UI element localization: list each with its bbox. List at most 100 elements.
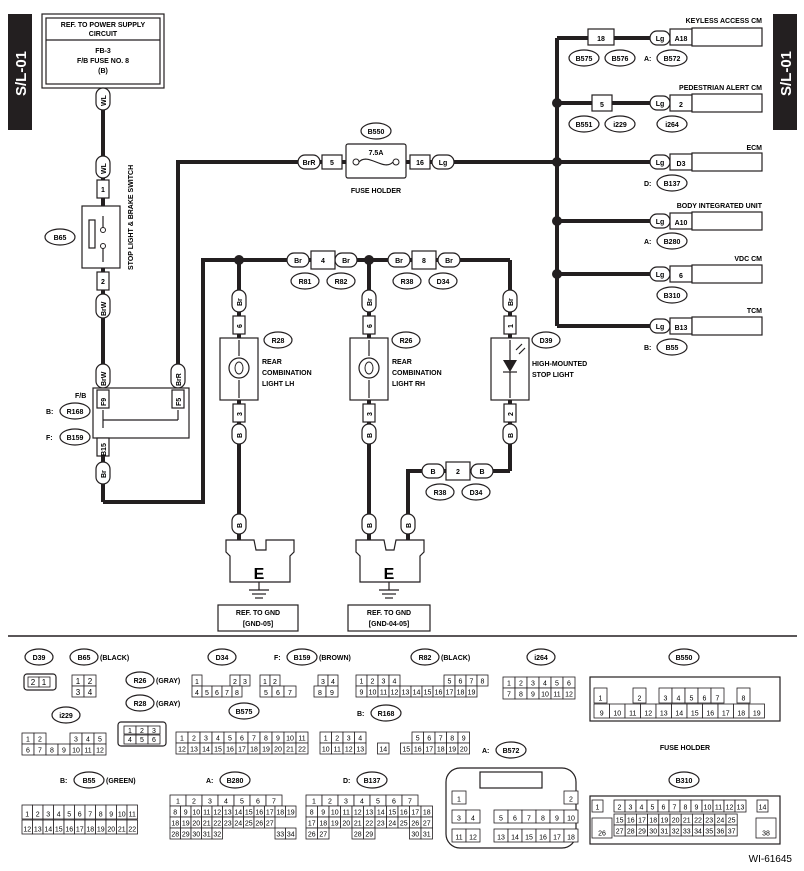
svg-text:18: 18 xyxy=(319,821,327,828)
lamp-rh: 6 3 R26 REAR COMBINATION LIGHT RH xyxy=(349,315,442,423)
svg-text:29: 29 xyxy=(182,832,190,839)
svg-text:1: 1 xyxy=(508,324,515,328)
svg-text:17: 17 xyxy=(266,810,274,817)
svg-text:Br: Br xyxy=(395,258,403,265)
svg-text:9: 9 xyxy=(184,810,188,817)
svg-text:5: 5 xyxy=(448,679,452,686)
side-tab-right-label: S/L-01 xyxy=(778,51,795,96)
svg-text:15: 15 xyxy=(616,818,624,825)
svg-text:(BLACK): (BLACK) xyxy=(100,655,129,662)
svg-text:6: 6 xyxy=(513,816,517,823)
svg-text:14: 14 xyxy=(511,835,519,842)
svg-text:18: 18 xyxy=(171,821,179,828)
svg-text:B550: B550 xyxy=(676,655,693,662)
wire-label-b-s3a: B xyxy=(421,463,445,479)
svg-text:F:: F: xyxy=(274,655,281,662)
svg-text:COMBINATION: COMBINATION xyxy=(392,370,442,377)
svg-text:i264: i264 xyxy=(665,122,679,129)
svg-text:4: 4 xyxy=(360,799,364,806)
svg-text:REF. TO GND: REF. TO GND xyxy=(236,610,280,617)
svg-text:13: 13 xyxy=(224,810,232,817)
svg-text:1: 1 xyxy=(312,799,316,806)
svg-text:TCM: TCM xyxy=(747,308,762,315)
wire-label-br-s2a: Br xyxy=(387,252,411,268)
svg-text:4: 4 xyxy=(640,805,644,812)
svg-text:Br: Br xyxy=(101,470,108,478)
svg-text:1: 1 xyxy=(176,799,180,806)
svg-text:(GRAY): (GRAY) xyxy=(156,701,180,708)
svg-text:1: 1 xyxy=(263,679,267,686)
svg-text:2: 2 xyxy=(36,812,40,819)
svg-text:8: 8 xyxy=(235,690,239,697)
svg-text:5: 5 xyxy=(240,799,244,806)
svg-text:D34: D34 xyxy=(437,279,450,286)
svg-text:17: 17 xyxy=(722,711,730,718)
svg-text:18: 18 xyxy=(597,36,605,43)
svg-text:9: 9 xyxy=(462,736,466,743)
svg-text:B: B xyxy=(367,433,374,438)
svg-text:6: 6 xyxy=(703,696,707,703)
svg-text:26: 26 xyxy=(308,832,316,839)
svg-text:4: 4 xyxy=(471,816,475,823)
svg-text:20: 20 xyxy=(342,821,350,828)
svg-text:16: 16 xyxy=(416,160,424,167)
svg-text:A:: A: xyxy=(482,748,489,755)
svg-text:i264: i264 xyxy=(534,655,548,662)
svg-text:24: 24 xyxy=(234,821,242,828)
svg-text:12: 12 xyxy=(565,692,573,699)
svg-text:R38: R38 xyxy=(434,490,447,497)
svg-text:4: 4 xyxy=(128,737,132,744)
svg-text:6: 6 xyxy=(237,324,244,328)
svg-text:14: 14 xyxy=(44,827,52,834)
svg-text:WL: WL xyxy=(101,162,108,174)
svg-text:8: 8 xyxy=(742,696,746,703)
wire-label-b-high-2: B xyxy=(400,513,416,535)
svg-text:9: 9 xyxy=(276,736,280,743)
svg-text:16: 16 xyxy=(400,810,408,817)
switch-name: STOP LIGHT & BRAKE SWITCH xyxy=(128,165,135,270)
svg-text:18: 18 xyxy=(649,818,657,825)
svg-text:A:: A: xyxy=(644,239,651,246)
svg-text:28: 28 xyxy=(171,832,179,839)
svg-text:F/B: F/B xyxy=(75,393,86,400)
wire-color-labels: WL WL BrW BrW BrR Br BrR Lg Br Br Br Br … xyxy=(95,30,671,535)
svg-text:13: 13 xyxy=(497,835,505,842)
svg-text:R82: R82 xyxy=(335,279,348,286)
svg-text:14: 14 xyxy=(379,747,387,754)
power-line1: FB-3 xyxy=(95,48,111,55)
svg-text:KEYLESS ACCESS CM: KEYLESS ACCESS CM xyxy=(686,18,763,25)
svg-text:A:: A: xyxy=(206,778,213,785)
svg-text:6: 6 xyxy=(679,273,683,280)
svg-text:B: B xyxy=(430,469,435,476)
svg-text:ECM: ECM xyxy=(746,145,762,152)
svg-text:2: 2 xyxy=(638,696,642,703)
svg-text:38: 38 xyxy=(762,831,770,838)
wire-label-brr-fuse: BrR xyxy=(297,154,321,170)
svg-text:15: 15 xyxy=(691,711,699,718)
svg-text:B: B xyxy=(479,469,484,476)
svg-text:11: 11 xyxy=(298,736,305,743)
svg-text:5: 5 xyxy=(651,805,655,812)
svg-text:9: 9 xyxy=(109,812,113,819)
wire-label-b-high: B xyxy=(502,423,518,445)
svg-text:PEDESTRIAN ALERT CM: PEDESTRIAN ALERT CM xyxy=(679,85,762,92)
svg-text:Br: Br xyxy=(445,258,453,265)
svg-text:34: 34 xyxy=(694,829,702,836)
svg-text:3: 3 xyxy=(664,696,668,703)
svg-text:11: 11 xyxy=(629,711,636,718)
wire-label-br-s2b: Br xyxy=(437,252,461,268)
svg-text:22: 22 xyxy=(128,827,136,834)
svg-text:4: 4 xyxy=(331,679,335,686)
wire-label-b-lh-1: B xyxy=(231,423,247,445)
switch-connector: B65 xyxy=(54,235,67,242)
svg-text:4: 4 xyxy=(321,258,325,265)
side-tab-left-label: S/L-01 xyxy=(13,51,30,96)
svg-text:15: 15 xyxy=(55,827,63,834)
svg-text:3: 3 xyxy=(629,805,633,812)
svg-text:10: 10 xyxy=(369,690,377,697)
svg-text:B280: B280 xyxy=(227,778,244,785)
svg-text:7.5A: 7.5A xyxy=(369,150,384,157)
svg-text:13: 13 xyxy=(190,747,198,754)
figure-id: WI-61645 xyxy=(749,854,793,865)
